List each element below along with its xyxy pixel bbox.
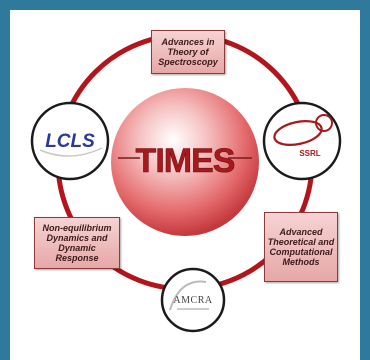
ssrl-logo-circle: [262, 101, 342, 181]
lcls-swoosh-icon: [39, 147, 103, 157]
ssrl-ring-icon: [273, 120, 323, 146]
amcra-logo-circle: [160, 267, 226, 333]
diagram-panel: TIMES LCLS SSRL AMCRA Advances in Theory…: [10, 10, 360, 360]
amcra-logo-text: AMCRA: [173, 295, 212, 306]
lcls-logo-circle: [30, 101, 110, 181]
box-advances-theory-spectroscopy: Advances in Theory of Spectroscopy: [151, 30, 225, 74]
box-top-label: Advances in Theory of Spectroscopy: [158, 37, 218, 67]
center-sphere: [111, 88, 259, 236]
box-right-label: Advanced Theoretical and Computational M…: [267, 227, 335, 267]
ssrl-ring-small-icon: [315, 114, 333, 132]
times-diagram: TIMES LCLS SSRL AMCRA: [30, 32, 342, 333]
ssrl-logo-text: SSRL: [299, 149, 320, 158]
lcls-logo-text: LCLS: [45, 131, 95, 152]
box-left-label: Non-equilibrium Dynamics and Dynamic Res…: [42, 223, 112, 263]
box-advanced-computational-methods: Advanced Theoretical and Computational M…: [264, 212, 338, 282]
center-title: TIMES: [136, 142, 235, 180]
amcra-arc-icon: [169, 280, 207, 311]
box-nonequilibrium-dynamics: Non-equilibrium Dynamics and Dynamic Res…: [34, 217, 120, 269]
